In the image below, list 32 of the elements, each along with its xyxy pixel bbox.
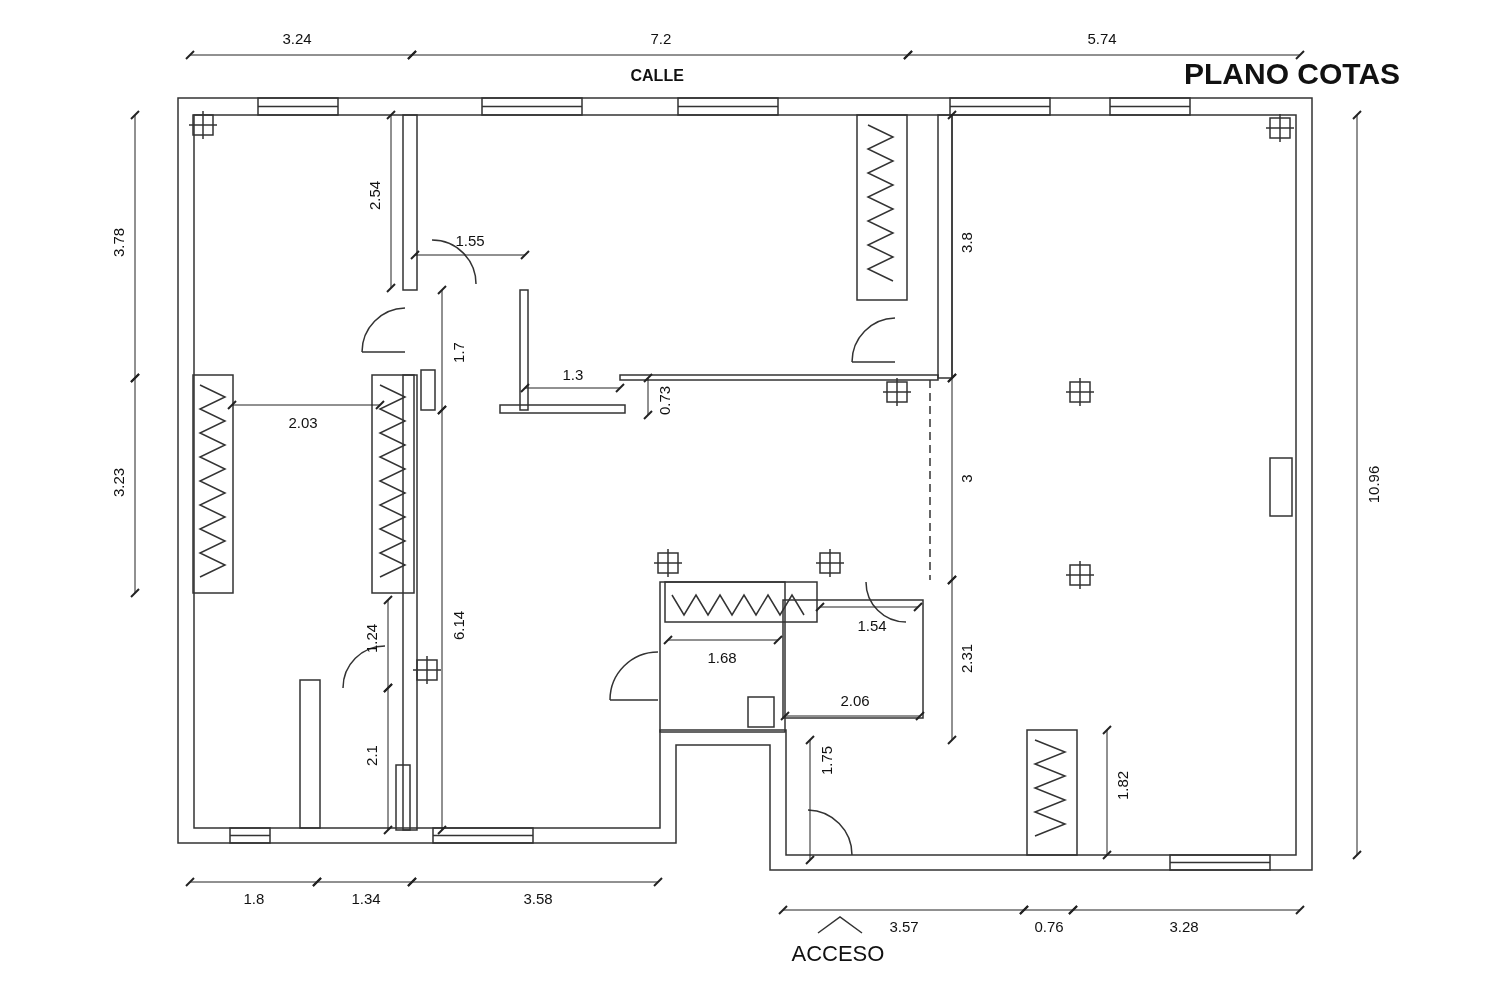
dimension-label: 3.28 (1169, 918, 1199, 934)
dimension-label: 2.03 (288, 414, 318, 430)
dimension-label: 1.24 (363, 623, 379, 653)
dimension-label: 3.24 (282, 30, 312, 46)
street-label: CALLE (630, 68, 684, 84)
entrance-label: ACCESO (791, 943, 885, 965)
dimension-label: 1.82 (1114, 770, 1130, 800)
dimension-label: 2.1 (363, 744, 379, 766)
dimension-label: 0.73 (656, 385, 672, 415)
dimension-label: 3.57 (889, 918, 919, 934)
dimension-label: 1.55 (455, 232, 485, 248)
dimension-label: 5.74 (1087, 30, 1117, 46)
dimension-label: 0.76 (1034, 918, 1064, 934)
dimension-label: 1.34 (351, 890, 381, 906)
dimension-label: 2.06 (840, 692, 870, 708)
dimension-label: 2.31 (958, 643, 974, 673)
dimension-label: 1.68 (707, 649, 737, 665)
dimension-label: 6.14 (450, 610, 466, 640)
dimension-label: 1.3 (562, 366, 584, 382)
dimension-label: 1.7 (450, 341, 466, 363)
dimension-label: 3.23 (110, 467, 126, 497)
dimension-label: 7.2 (650, 30, 672, 46)
dimension-label: 1.8 (243, 890, 265, 906)
dimension-label: 1.54 (857, 617, 887, 633)
dimension-label: 1.75 (818, 745, 834, 775)
dimension-label: 2.54 (366, 180, 382, 210)
plan-title: PLANO COTAS (1184, 59, 1401, 89)
dimension-label: 3.78 (110, 227, 126, 257)
dimension-label: 3 (958, 473, 974, 483)
dimension-label: 3.58 (523, 890, 553, 906)
dimension-label: 3.8 (958, 231, 974, 253)
dimension-label: 10.96 (1366, 465, 1382, 503)
